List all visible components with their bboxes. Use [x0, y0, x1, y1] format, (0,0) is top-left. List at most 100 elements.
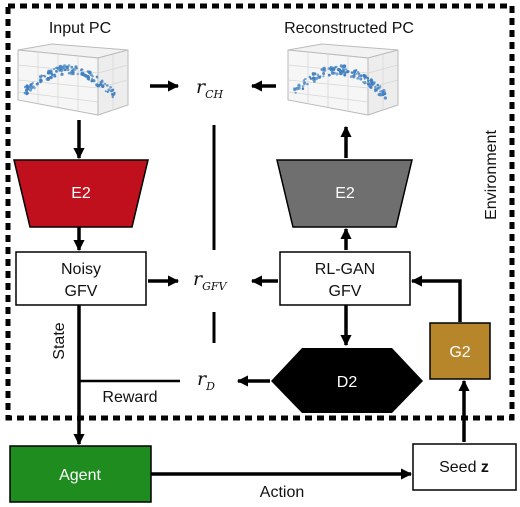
point-cloud-dot: [336, 67, 341, 72]
point-cloud-dot: [341, 66, 345, 69]
point-cloud-dot: [333, 71, 337, 75]
point-cloud-dot: [92, 79, 96, 83]
point-cloud-dot: [29, 88, 32, 92]
point-cloud-dot: [313, 77, 316, 80]
point-cloud-dot: [107, 88, 111, 92]
point-cloud-dot: [377, 86, 381, 90]
point-cloud-dot: [381, 93, 385, 97]
point-cloud-dot: [349, 75, 353, 78]
point-cloud-dot: [306, 82, 309, 86]
seed-z-label: Seed z: [439, 459, 489, 476]
arrow-g2-to-rlgangfv: [410, 275, 462, 322]
point-cloud-dot: [24, 85, 27, 89]
point-cloud-dot: [366, 76, 370, 80]
point-cloud-dot: [40, 74, 43, 77]
point-cloud-dot: [335, 72, 339, 76]
point-cloud-dot: [60, 72, 63, 75]
point-cloud-dot: [355, 68, 358, 72]
discriminator-label: D2: [337, 374, 358, 391]
point-cloud-dot: [46, 76, 50, 81]
point-cloud-dot: [357, 74, 361, 78]
generator-g2: [429, 322, 491, 380]
encoder-left-label: E2: [71, 185, 91, 202]
encoder-right: [276, 159, 413, 228]
reward-r-d: rD: [197, 368, 215, 393]
point-cloud-dot: [382, 88, 386, 93]
rlgan-gfv-box: [279, 251, 411, 306]
input-pc-title: Input PC: [49, 20, 111, 37]
generator-label: G2: [449, 344, 470, 361]
point-cloud-dot: [70, 65, 74, 69]
point-cloud-dot: [309, 77, 313, 80]
point-cloud-dot: [72, 67, 77, 71]
point-cloud-dot: [101, 85, 105, 88]
point-cloud-dot: [359, 77, 363, 81]
point-cloud-dot: [361, 81, 364, 84]
point-cloud-dot: [84, 74, 88, 78]
point-cloud-dot: [339, 70, 343, 73]
point-cloud-dot: [109, 85, 112, 89]
point-cloud-dot: [43, 75, 47, 78]
point-cloud-dot: [345, 68, 348, 71]
point-cloud-dot: [63, 68, 67, 72]
point-cloud-dot: [317, 75, 321, 79]
point-cloud-dot: [330, 68, 334, 72]
point-cloud-dot: [30, 82, 33, 86]
encoder-right-label: E2: [335, 185, 355, 202]
point-cloud-dot: [302, 79, 306, 82]
agent-label: Agent: [59, 467, 101, 484]
point-cloud-dot: [356, 70, 360, 74]
point-cloud-dot: [304, 77, 307, 81]
point-cloud-dot: [104, 90, 107, 93]
state-label: State: [51, 322, 68, 359]
point-cloud-dot: [71, 70, 75, 75]
point-cloud-dot: [35, 82, 39, 86]
point-cloud-dot: [56, 66, 60, 70]
noisy-gfv-label-line2: GFV: [65, 283, 98, 300]
point-cloud-dot: [81, 68, 84, 71]
point-cloud-dot: [103, 82, 107, 86]
point-cloud-dot: [46, 71, 51, 75]
point-cloud-dot: [340, 72, 343, 76]
point-cloud-dot: [302, 81, 305, 85]
point-cloud-dot: [369, 85, 372, 89]
point-cloud-dot: [91, 75, 94, 78]
point-cloud-dot: [346, 69, 350, 74]
point-cloud-dot: [50, 72, 54, 76]
point-cloud-dot: [366, 82, 371, 86]
point-cloud-dot: [40, 79, 43, 83]
point-cloud-dot: [294, 91, 297, 94]
point-cloud-dot: [33, 86, 36, 90]
rlgan-gfv-label-line2: GFV: [329, 283, 362, 300]
point-cloud-dot: [350, 71, 354, 74]
point-cloud-dot: [370, 82, 374, 86]
discriminator-d2: [271, 348, 423, 413]
action-label: Action: [260, 484, 304, 501]
point-cloud-dot: [322, 72, 326, 75]
point-cloud-dot: [111, 88, 115, 92]
reward-label: Reward: [102, 389, 157, 406]
point-cloud-dot: [52, 67, 56, 71]
rlgan-gfv-label-line1: RL-GAN: [315, 261, 375, 278]
agent-box: [9, 445, 152, 503]
point-cloud-dot: [323, 66, 326, 70]
point-cloud-dot: [334, 65, 337, 69]
point-cloud-dot: [65, 65, 69, 69]
point-cloud-dot: [66, 68, 70, 72]
input-point-cloud-image: [17, 43, 129, 116]
point-cloud-dot: [297, 84, 301, 88]
point-cloud-dot: [353, 73, 356, 76]
point-cloud-dot: [311, 72, 315, 76]
point-cloud-dot: [316, 73, 320, 77]
point-cloud-dot: [323, 69, 326, 72]
point-cloud-dot: [99, 83, 103, 87]
point-cloud-dot: [379, 90, 382, 93]
point-cloud-dot: [343, 71, 347, 75]
point-cloud-dot: [69, 71, 73, 74]
seed-z-box: [412, 443, 517, 491]
encoder-left: [13, 159, 149, 228]
point-cloud-dot: [327, 73, 331, 77]
point-cloud-dot: [88, 71, 91, 75]
point-cloud-dot: [383, 96, 387, 100]
